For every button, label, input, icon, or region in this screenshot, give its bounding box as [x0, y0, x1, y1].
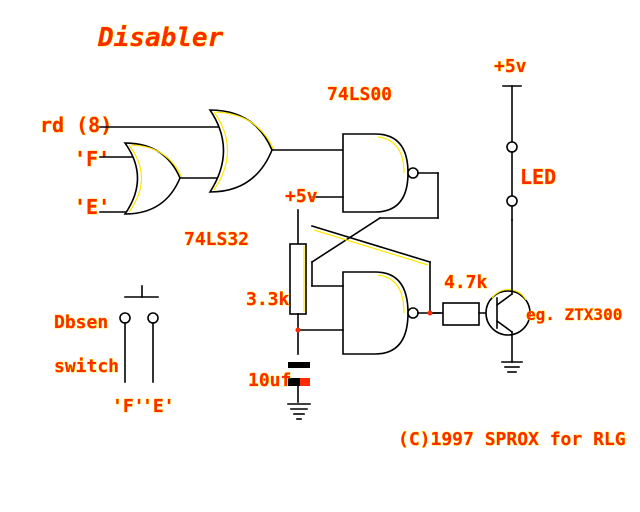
ground-symbol-transistor	[501, 361, 523, 373]
resistor-label: 4.7k	[444, 272, 488, 293]
switch-contact-f-label: 'F'	[112, 396, 145, 417]
capacitor-10uf	[288, 362, 310, 403]
nand-gate-2	[342, 271, 419, 355]
output-junction-dot	[427, 310, 433, 316]
transistor-label: eg. ZTX300	[526, 305, 622, 324]
latch-cross-wires	[310, 172, 441, 314]
vcc-label-mid: +5v	[285, 186, 318, 207]
junction-dot	[295, 327, 301, 333]
chip-label-74ls32: 74LS32	[184, 229, 249, 250]
led-label: LED	[520, 165, 556, 189]
led	[502, 85, 522, 221]
or-gate-2	[208, 109, 275, 193]
resistor-3-3k	[289, 209, 307, 355]
switch-contact-e-label: 'E'	[142, 396, 175, 417]
copyright-text: (C)1997 SPROX for RLG	[398, 429, 626, 450]
switch-label-line1: Dbsen	[54, 312, 108, 333]
chip-label-74ls00: 74LS00	[327, 84, 392, 105]
diagram-title: Disabler	[97, 23, 224, 53]
vcc-label-top: +5v	[494, 56, 527, 77]
ground-symbol-cap	[287, 403, 311, 420]
or-gate-1	[123, 142, 183, 215]
switch-label-line2: switch	[54, 356, 119, 377]
nand-gate-1	[342, 133, 419, 213]
input-label-rd: rd (8)	[40, 113, 112, 137]
switch	[119, 285, 159, 383]
resistor-4-7k	[442, 302, 480, 326]
input-label-f: 'F'	[74, 147, 110, 171]
transistor-npn	[485, 219, 531, 363]
pot-label: 3.3k	[246, 289, 290, 310]
input-label-e: 'E'	[74, 195, 110, 219]
cap-label: 10uf	[248, 370, 291, 391]
